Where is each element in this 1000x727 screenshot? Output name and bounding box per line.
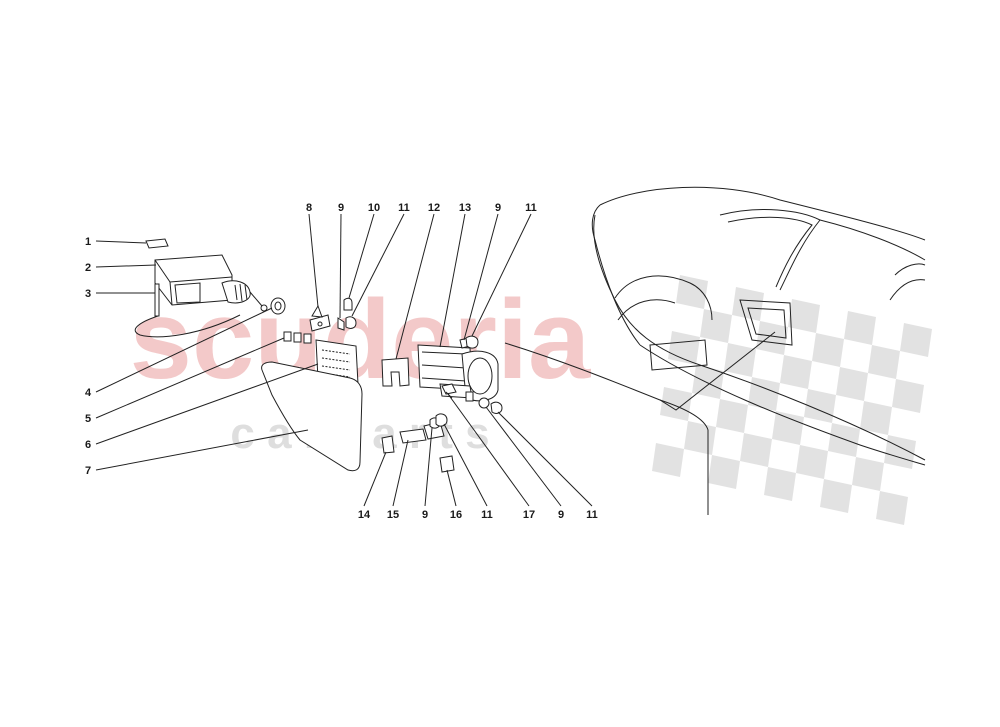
part-14-pad (381, 435, 395, 454)
checker-square (804, 389, 836, 423)
checker-square (668, 331, 700, 365)
callout-11-top-a: 11 (398, 202, 410, 214)
part-3-screw-cable (134, 283, 241, 338)
checker-square (740, 433, 772, 467)
part-15-plate (399, 428, 427, 444)
leader-lines (95, 213, 593, 507)
checker-square (732, 287, 764, 321)
checker-square (708, 455, 740, 489)
fasteners-upper-right (459, 335, 479, 349)
part-13-hinge (417, 344, 499, 402)
part-9-washer-a (337, 317, 345, 331)
callout-4: 4 (85, 387, 92, 399)
part-12-shim (381, 357, 410, 387)
checker-square (828, 423, 860, 457)
checker-square (780, 355, 812, 389)
fasteners-lower-right (478, 397, 503, 414)
checker-square (748, 377, 780, 411)
part-5-clips (283, 331, 312, 344)
callout-5: 5 (85, 413, 91, 425)
callout-16: 16 (450, 509, 462, 521)
callout-11-top-b: 11 (525, 202, 537, 214)
fasteners-upper (337, 297, 357, 331)
callout-11-bottom-a: 11 (481, 509, 493, 521)
checker-square (676, 275, 708, 309)
checker-square (716, 399, 748, 433)
callout-1: 1 (85, 236, 91, 248)
callout-9-bottom-b: 9 (558, 509, 564, 521)
callout-13: 13 (459, 202, 471, 214)
part-1-clip (145, 238, 169, 249)
checker-square (700, 309, 732, 343)
checker-square (860, 401, 892, 435)
part-16-clip (439, 455, 455, 473)
callout-17: 17 (523, 509, 535, 521)
part-7-fuel-door (261, 361, 363, 472)
checker-square (844, 311, 876, 345)
callout-11-bottom-b: 11 (586, 509, 598, 521)
checker-square (852, 457, 884, 491)
checker-square (820, 479, 852, 513)
part-2-actuator (154, 254, 268, 312)
checker-square (836, 367, 868, 401)
callout-12: 12 (428, 202, 440, 214)
callout-2: 2 (85, 262, 91, 274)
checker-square (652, 443, 684, 477)
checker-square (660, 387, 692, 421)
callout-6: 6 (85, 439, 91, 451)
part-17-screw (441, 383, 457, 399)
checker-square (772, 411, 804, 445)
checker-square (868, 345, 900, 379)
callout-9-bottom-a: 9 (422, 509, 428, 521)
watermark: scuderia c a r p a r t s (130, 275, 932, 525)
callout-labels: 1 2 3 4 5 6 7 8 9 10 11 12 13 9 11 14 15… (85, 202, 598, 521)
callout-9-top-a: 9 (338, 202, 344, 214)
checker-square (684, 421, 716, 455)
checker-square (796, 445, 828, 479)
part-8-bracket (309, 304, 331, 332)
callout-8: 8 (306, 202, 312, 214)
callout-10: 10 (368, 202, 380, 214)
part-11-nut-a (345, 316, 357, 329)
callout-9-top-b: 9 (495, 202, 501, 214)
checker-square (764, 467, 796, 501)
checker-square (812, 333, 844, 367)
checker-square (900, 323, 932, 357)
part-10-pin (343, 297, 353, 311)
part-4-grommet (270, 297, 286, 315)
checker-square (884, 435, 916, 469)
callout-14: 14 (358, 509, 371, 521)
checker-square (876, 491, 908, 525)
callout-7: 7 (85, 465, 91, 477)
checker-square (756, 321, 788, 355)
callout-3: 3 (85, 288, 91, 300)
callout-15: 15 (387, 509, 399, 521)
lower-bracket-group (381, 413, 455, 473)
checkered-flag-watermark (652, 275, 932, 525)
checker-square (892, 379, 924, 413)
checker-square (788, 299, 820, 333)
car-rear-body (504, 186, 926, 515)
